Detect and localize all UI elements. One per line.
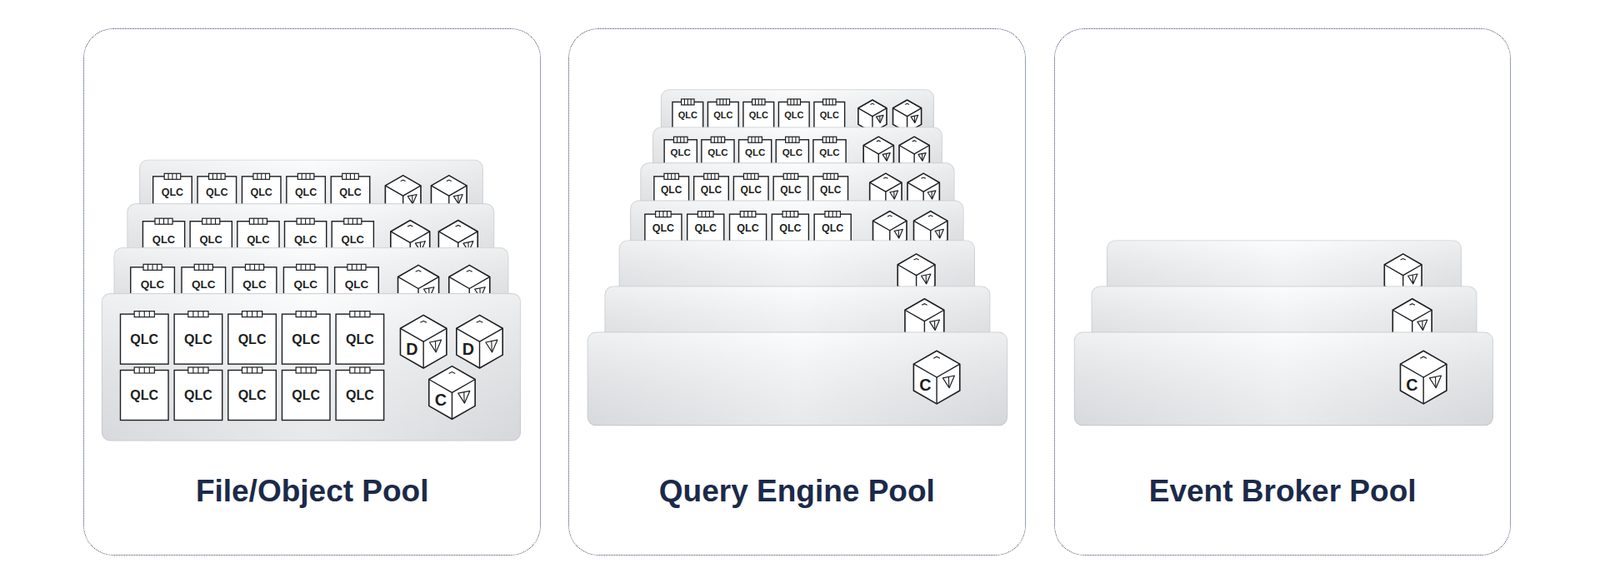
- drive-label: QLC: [293, 279, 318, 291]
- cube-letter: C: [1405, 377, 1418, 395]
- drive-label: QLC: [782, 148, 803, 159]
- qlc-drive: [335, 311, 385, 365]
- drive-label: QLC: [291, 333, 320, 347]
- drive-label: QLC: [246, 233, 270, 245]
- drive-label: QLC: [295, 187, 317, 199]
- drive-label: QLC: [700, 185, 722, 195]
- drive-label: QLC: [736, 223, 759, 235]
- cube-letter: C: [919, 377, 931, 395]
- drive-label: QLC: [184, 333, 213, 347]
- drive-label: QLC: [152, 233, 175, 245]
- drive-label: QLC: [821, 223, 844, 235]
- pool-panel: Event Broker Pool: [1054, 28, 1512, 556]
- qlc-drive: [120, 367, 169, 421]
- cube-letter: D: [462, 341, 475, 359]
- pool-title: Query Engine Pool: [569, 474, 1025, 510]
- drive-label: QLC: [779, 223, 801, 235]
- drive-label: QLC: [345, 279, 370, 291]
- drive-label: QLC: [184, 389, 213, 403]
- cube-icon: [429, 366, 475, 420]
- drive-label: QLC: [678, 110, 698, 120]
- drive-label: QLC: [345, 333, 375, 347]
- qlc-drive: [174, 311, 223, 365]
- drive-label: QLC: [740, 185, 762, 195]
- cube-icon: [1400, 350, 1446, 405]
- cube-letter: D: [405, 341, 418, 359]
- drive-label: QLC: [339, 187, 361, 199]
- drive-label: QLC: [238, 333, 267, 347]
- pool-panel: Query Engine Pool: [568, 28, 1026, 556]
- pool-panel: File/Object Pool: [83, 28, 541, 556]
- drive-label: QLC: [205, 187, 228, 199]
- drive-label: QLC: [161, 187, 184, 199]
- drive-label: QLC: [784, 110, 804, 120]
- drive-label: QLC: [707, 148, 728, 159]
- cube-icon: [400, 315, 446, 369]
- drive-label: QLC: [713, 110, 733, 120]
- drive-label: QLC: [294, 233, 317, 245]
- cube-icon: [456, 315, 503, 369]
- drive-label: QLC: [199, 233, 222, 245]
- drive-label: QLC: [140, 279, 165, 291]
- drive-label: QLC: [820, 110, 840, 120]
- drive-label: QLC: [191, 279, 216, 291]
- drive-label: QLC: [238, 389, 267, 403]
- pool-title: Event Broker Pool: [1055, 474, 1511, 510]
- drive-label: QLC: [670, 148, 691, 159]
- drive-label: QLC: [820, 185, 841, 195]
- qlc-drive: [120, 311, 169, 365]
- drive-label: QLC: [660, 185, 682, 195]
- drive-label: QLC: [780, 185, 801, 195]
- qlc-drive: [174, 367, 223, 421]
- server-tray: [1074, 332, 1493, 425]
- server-tray: [587, 332, 1007, 425]
- drive-label: QLC: [695, 223, 717, 235]
- drive-label: QLC: [250, 187, 273, 199]
- drive-label: QLC: [341, 233, 365, 245]
- drive-label: QLC: [749, 110, 769, 120]
- server-tray: [101, 294, 520, 441]
- qlc-drive: [281, 311, 330, 365]
- drive-label: QLC: [291, 389, 320, 403]
- drive-label: QLC: [819, 148, 840, 159]
- pool-title: File/Object Pool: [84, 474, 540, 510]
- drive-label: QLC: [345, 389, 375, 403]
- qlc-drive: [228, 311, 277, 365]
- cube-icon: [913, 350, 960, 405]
- qlc-drive: [228, 367, 277, 421]
- drive-label: QLC: [130, 333, 159, 347]
- qlc-drive: [281, 367, 330, 421]
- qlc-drive: [335, 367, 385, 421]
- drive-label: QLC: [242, 279, 267, 291]
- drive-label: QLC: [745, 148, 765, 159]
- drive-label: QLC: [652, 223, 675, 235]
- drive-label: QLC: [130, 389, 159, 403]
- cube-letter: C: [435, 392, 447, 410]
